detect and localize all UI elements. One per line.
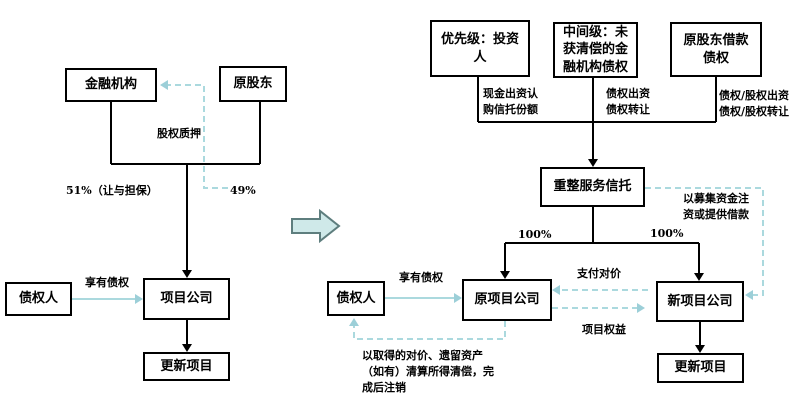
box-shareholder-loan-claim: 原股东借款 债权 — [670, 22, 762, 77]
box-senior-tranche: 优先级：投资 人 — [430, 20, 530, 77]
label-51-percent: 51%（让与担保） — [66, 184, 158, 197]
right-black-arrowheads — [500, 159, 705, 353]
left-enjoy-claim-arrow — [72, 294, 143, 304]
box-mezzanine-tranche: 中间级：未 获清偿的金 融机构债权 — [553, 22, 638, 78]
label-100-percent-right: 100% — [650, 227, 684, 240]
right-project-interest-dashed — [552, 303, 645, 313]
box-restructuring-service-trust: 重整服务信托 — [540, 167, 645, 207]
label-49-percent: 49% — [230, 184, 256, 197]
box-project-company: 项目公司 — [143, 278, 230, 320]
label-claim-equity-contribution: 债权/股权出资 债权/股权转让 — [719, 89, 790, 118]
label-liquidation-note: 以取得的对价、遗留资产 （如有）清算所得清偿，完 成后注销 — [362, 349, 494, 394]
label-project-interest: 项目权益 — [582, 323, 626, 336]
box-renewal-project-right: 更新项目 — [657, 353, 744, 383]
label-enjoy-claim-right: 享有债权 — [399, 271, 443, 284]
box-financial-institution: 金融机构 — [65, 68, 157, 102]
label-pay-consideration: 支付对价 — [577, 267, 621, 280]
box-new-project-company: 新项目公司 — [656, 281, 744, 322]
label-cash-subscription: 现金出资认 购信托份额 — [483, 87, 538, 116]
right-liquidation-dashed — [349, 318, 506, 340]
label-100-percent-left: 100% — [518, 228, 552, 241]
right-raised-funds-dashed — [645, 187, 764, 300]
box-renewal-project-left: 更新项目 — [143, 352, 230, 381]
right-black-connectors — [477, 77, 717, 346]
label-claim-contribution: 债权出资 债权转让 — [606, 87, 650, 116]
left-equity-pledge-dashed — [160, 80, 228, 189]
label-enjoy-claim-left: 享有债权 — [85, 276, 129, 289]
label-raised-funds-note: 以募集资金注 资或提供借款 — [683, 192, 749, 221]
right-pay-consideration-dashed — [552, 285, 648, 295]
box-creditor-right: 债权人 — [327, 281, 385, 316]
left-black-connectors — [110, 102, 261, 345]
box-original-shareholder: 原股东 — [219, 66, 287, 102]
right-enjoy-claim-arrow — [385, 293, 462, 303]
left-black-arrowheads — [182, 270, 192, 352]
box-original-project-company: 原项目公司 — [462, 279, 552, 321]
transition-block-arrow — [291, 208, 341, 244]
box-creditor-left: 债权人 — [5, 282, 72, 316]
label-equity-pledge: 股权质押 — [157, 127, 201, 140]
